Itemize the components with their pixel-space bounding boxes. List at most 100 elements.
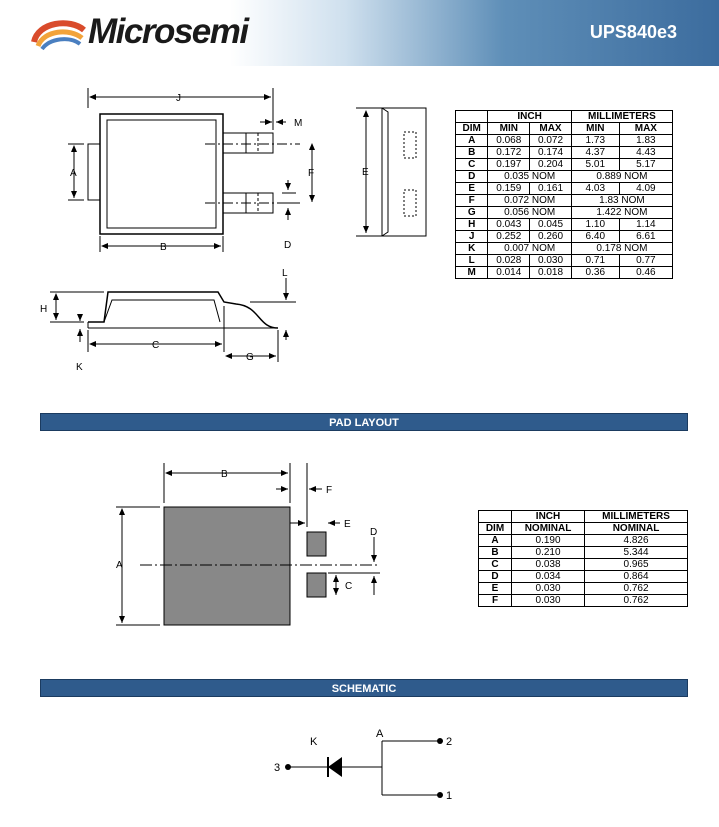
dim-header-blank <box>454 110 489 123</box>
dim-col-header: MAX <box>618 122 674 135</box>
table-cell: 0.035 NOM <box>487 170 572 183</box>
pad-layout-band: PAD LAYOUT <box>40 413 688 431</box>
dim-label-g: G <box>246 352 254 363</box>
pin-2-dot <box>437 738 443 744</box>
table-cell: 4.43 <box>618 146 674 159</box>
dim-col-header: MIN <box>487 122 531 135</box>
dim-label-j: J <box>176 93 181 104</box>
table-cell: 1.83 <box>618 134 674 147</box>
table-cell: B <box>478 546 512 559</box>
table-cell: 6.40 <box>570 230 620 243</box>
table-cell: 0.159 <box>487 182 531 195</box>
table-cell: 0.030 <box>529 254 572 267</box>
pad-col-header: NOMINAL <box>510 522 586 535</box>
table-cell: 1.73 <box>570 134 620 147</box>
pin-3-label: 3 <box>274 762 280 774</box>
pad-label-f: F <box>326 485 332 496</box>
dim-label-d: D <box>284 240 291 251</box>
table-cell: 0.71 <box>570 254 620 267</box>
table-cell: 1.83 NOM <box>570 194 674 207</box>
dim-label-l: L <box>282 268 288 279</box>
pad-label-d: D <box>370 527 377 538</box>
pin-1-label: 1 <box>446 790 452 802</box>
table-cell: 0.77 <box>618 254 674 267</box>
table-cell: 0.889 NOM <box>570 170 674 183</box>
table-cell: C <box>478 558 512 571</box>
table-cell: 0.46 <box>618 266 674 279</box>
schematic-diagram: K A 2 3 1 <box>274 728 452 802</box>
table-cell: K <box>454 242 489 255</box>
brand-name: Microsemi <box>88 12 249 51</box>
table-cell: 0.014 <box>487 266 531 279</box>
table-cell: 5.17 <box>618 158 674 171</box>
table-cell: 0.056 NOM <box>487 206 572 219</box>
table-cell: 5.01 <box>570 158 620 171</box>
pin-2-label: 2 <box>446 736 452 748</box>
table-cell: J <box>454 230 489 243</box>
table-cell: 4.37 <box>570 146 620 159</box>
table-cell: 0.172 <box>487 146 531 159</box>
table-cell: 0.190 <box>510 534 586 547</box>
table-cell: E <box>454 182 489 195</box>
dim-label-f: F <box>308 168 314 179</box>
table-cell: 0.030 <box>510 594 586 607</box>
table-cell: 0.043 <box>487 218 531 231</box>
table-cell: 4.03 <box>570 182 620 195</box>
table-cell: 0.210 <box>510 546 586 559</box>
table-cell: 1.14 <box>618 218 674 231</box>
table-cell: 0.197 <box>487 158 531 171</box>
pad-layout-drawing: B F E D A C <box>116 463 380 626</box>
table-cell: L <box>454 254 489 267</box>
table-cell: C <box>454 158 489 171</box>
diode-symbol-icon <box>328 757 342 777</box>
pad-col-header: DIM <box>478 522 512 535</box>
table-cell: 0.260 <box>529 230 572 243</box>
table-cell: 0.045 <box>529 218 572 231</box>
dim-label-b: B <box>160 242 167 253</box>
table-cell: 0.864 <box>584 570 688 583</box>
page-header: Microsemi UPS840e3 <box>0 0 719 66</box>
table-cell: M <box>454 266 489 279</box>
pad-label-a: A <box>116 560 123 571</box>
pin-3-dot <box>285 764 291 770</box>
part-number: UPS840e3 <box>589 22 677 42</box>
table-cell: 0.034 <box>510 570 586 583</box>
table-cell: 0.762 <box>584 582 688 595</box>
table-cell: E <box>478 582 512 595</box>
table-cell: 0.204 <box>529 158 572 171</box>
dim-label-e: E <box>362 167 369 178</box>
table-cell: 6.61 <box>618 230 674 243</box>
table-cell: H <box>454 218 489 231</box>
anode-label: A <box>376 728 384 740</box>
package-outline-drawing: J M A F E B D L H C G K <box>40 88 427 373</box>
dim-label-h: H <box>40 304 47 315</box>
mm-group-header: MILLIMETERS <box>570 110 674 123</box>
table-cell: F <box>478 594 512 607</box>
dim-col-header: MAX <box>529 122 572 135</box>
dim-label-a: A <box>70 168 77 179</box>
table-cell: 0.030 <box>510 582 586 595</box>
table-cell: 0.018 <box>529 266 572 279</box>
schematic-band: SCHEMATIC <box>40 679 688 697</box>
pad-header-blank <box>478 510 512 523</box>
table-cell: 0.038 <box>510 558 586 571</box>
dim-label-m: M <box>294 118 302 129</box>
pad-col-header: NOMINAL <box>584 522 688 535</box>
pad-label-e: E <box>344 519 351 530</box>
pad-label-c: C <box>345 581 352 592</box>
pad-mm-group: MILLIMETERS <box>584 510 688 523</box>
table-cell: 5.344 <box>584 546 688 559</box>
table-cell: 0.965 <box>584 558 688 571</box>
